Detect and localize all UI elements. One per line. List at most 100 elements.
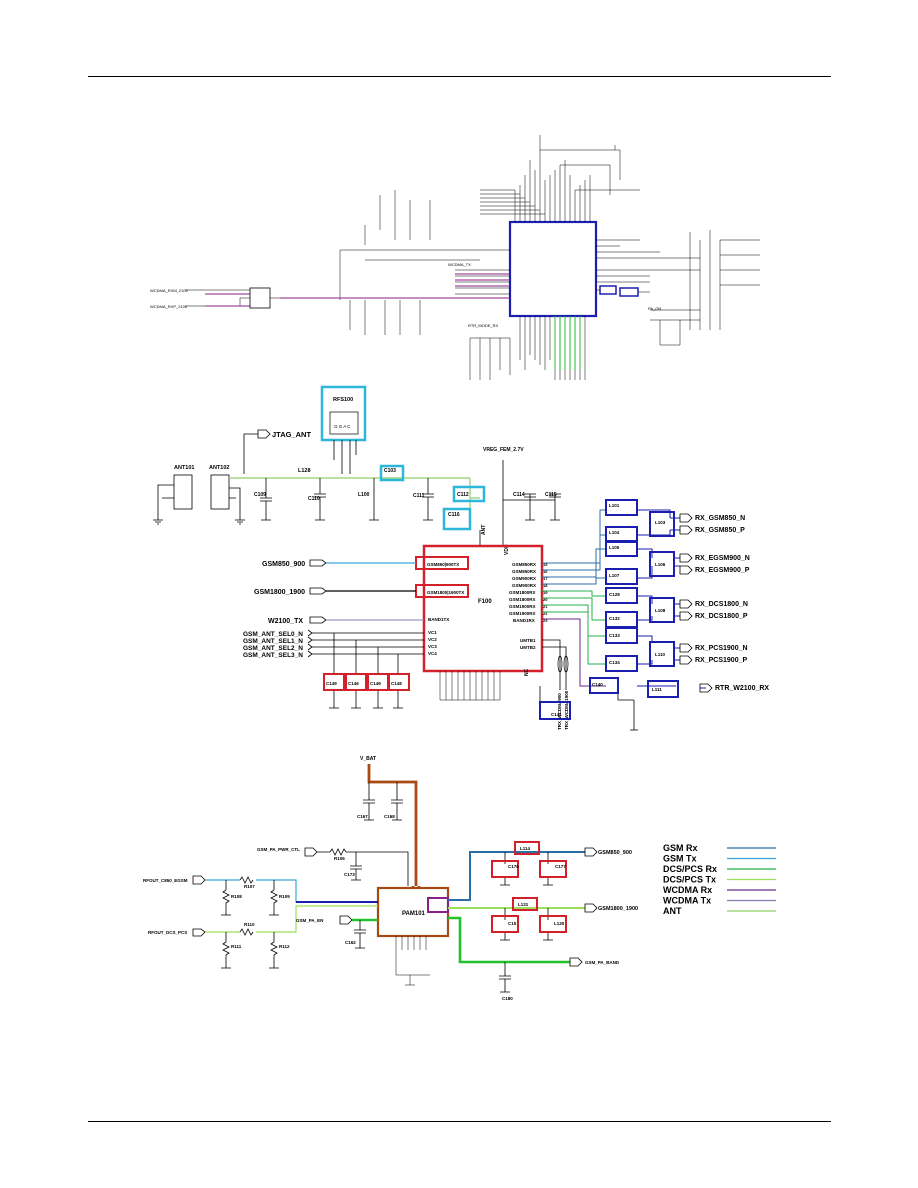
l131-box [512, 897, 538, 911]
c103-box [379, 464, 405, 482]
vbat-label: V_BAT [360, 756, 376, 762]
rtr-small-box-1 [599, 285, 617, 295]
ant101-label: ANT101 [174, 465, 194, 471]
r110-label: R110 [244, 922, 255, 927]
legend-label: WCDMA Rx [663, 885, 712, 895]
rx-num-4: 19 [543, 590, 548, 595]
rx-pin-1: GSM850RX [512, 569, 536, 574]
umt-pin-2: UMTB2 [520, 645, 536, 650]
block2-fem: RFS100 G G A C JTAG_ANT ANT101 ANT102 L1… [153, 385, 769, 731]
rfout-gsm-label: RFOUT_C850_EGSM [143, 878, 188, 883]
wcdma-rxp-label: WCDMA_RXP_2100 [150, 304, 188, 309]
c162-label: C162 [345, 940, 356, 945]
r109-label: R109 [279, 894, 290, 899]
c141-box [539, 701, 571, 720]
c103-label: C103 [384, 468, 396, 474]
rx-num-1: 16 [543, 569, 548, 574]
rfs100-label: RFS100 [333, 397, 353, 403]
r108-label: R108 [231, 894, 242, 899]
pam-output-box [427, 897, 449, 913]
l101-label: L101 [609, 503, 620, 508]
pin-vc1: VC1 [428, 630, 437, 635]
rx-out-2: RX_EGSM900_N [695, 555, 750, 562]
gsm1800-1900-label: GSM1800_1900 [254, 589, 305, 596]
c148-box [388, 673, 410, 691]
rx-pin-4: GSM1800RX [509, 590, 536, 595]
l107-label: L107 [609, 573, 620, 578]
c176-label: C176 [508, 864, 519, 869]
ant102-box [210, 474, 230, 510]
rx-out-3: RX_EGSM900_P [695, 567, 750, 574]
l106-box [649, 551, 675, 577]
l130-label: L130 [554, 921, 565, 926]
c15x-label: C15 [508, 921, 517, 926]
out1800-label: GSM1800_1900 [598, 906, 638, 912]
rx-pin-0: GSM850RX [512, 562, 536, 567]
c134-label: C134 [609, 660, 620, 665]
pin-dcs-tx: GSM1800|1900TX [427, 590, 464, 595]
c168-label: C168 [384, 814, 395, 819]
legend-label: DCS/PCS Rx [663, 864, 717, 874]
rx-out-6: RX_PCS1900_N [695, 645, 748, 652]
legend-label: GSM Tx [663, 854, 697, 864]
ant-line [229, 477, 480, 530]
sel1-label: GSM_ANT_SEL1_N [243, 638, 303, 645]
umt-pin-1: UMTB1 [520, 638, 536, 643]
l131-label: L131 [518, 902, 529, 907]
c114-label: C114 [513, 492, 525, 498]
rx-pin-6: GSM1900RX [509, 604, 536, 609]
l105a-label: L105 [609, 545, 620, 550]
c140-box [589, 677, 619, 694]
c112-box [452, 485, 486, 503]
band2-label: GSM_PA_BAND [585, 960, 620, 965]
c133-box [605, 627, 638, 644]
c15x-box [491, 915, 519, 933]
l104-label: L104 [609, 530, 620, 535]
pin-vc3: VC3 [428, 644, 437, 649]
l130-box [539, 915, 567, 933]
r112-label: R112 [279, 944, 290, 949]
pa-en-label: GSM_PA_EN [296, 918, 323, 923]
l105a-box [605, 540, 638, 557]
w2100-tx-label: W2100_TX [268, 618, 303, 625]
c128-box [605, 587, 638, 604]
jtag-ant-label: JTAG_ANT [272, 430, 311, 439]
pin-vc2: VC2 [428, 637, 437, 642]
rfout-dcs-label: RFOUT_DCS_PCS [148, 930, 187, 935]
rx-pin-7: GSM1900RX [509, 611, 536, 616]
c176-box [491, 860, 519, 878]
l111-box [647, 680, 679, 698]
legend-label: WCDMA Tx [663, 896, 711, 906]
rx-num-8: 23 [543, 618, 548, 623]
ant101-box [173, 474, 193, 510]
l101-box [605, 499, 638, 516]
pwr-ctl-label: GSM_PA_PWR_CTL [257, 847, 300, 852]
rx-num-2: 17 [543, 576, 548, 581]
rx-num-3: 18 [543, 583, 548, 588]
c173-label: C173 [344, 872, 355, 877]
nc-label: NC [524, 668, 530, 676]
l103-label: L103 [655, 520, 666, 525]
c141-label: C141 [551, 712, 562, 717]
rx-out-4: RX_DCS1800_N [695, 601, 748, 608]
sel3-label: GSM_ANT_SEL3_N [243, 652, 303, 659]
c180-label: C180 [502, 996, 513, 1001]
rx-out-5: RX_DCS1800_P [695, 613, 748, 620]
r111-label: R111 [231, 944, 242, 949]
rx-num-0: 15 [543, 562, 548, 567]
trx-1-label: TRX_WCDMA900 [557, 693, 562, 730]
pam101-label: PAM101 [402, 911, 426, 917]
pin-gsm-tx: GSM850|900TX [427, 562, 459, 567]
pa-on-label: PA_ON [648, 306, 661, 311]
rfs100-pins: G G A C [334, 424, 351, 429]
f100-label: F100 [478, 599, 492, 605]
rx-pin-5: GSM1800RX [509, 597, 536, 602]
c132-label: C132 [609, 616, 620, 621]
c146-box [345, 673, 367, 691]
c111-label: C111 [413, 493, 425, 499]
c112-label: C112 [457, 492, 469, 498]
c116-label: C116 [448, 512, 460, 518]
out850-label: GSM850_900 [598, 850, 632, 856]
